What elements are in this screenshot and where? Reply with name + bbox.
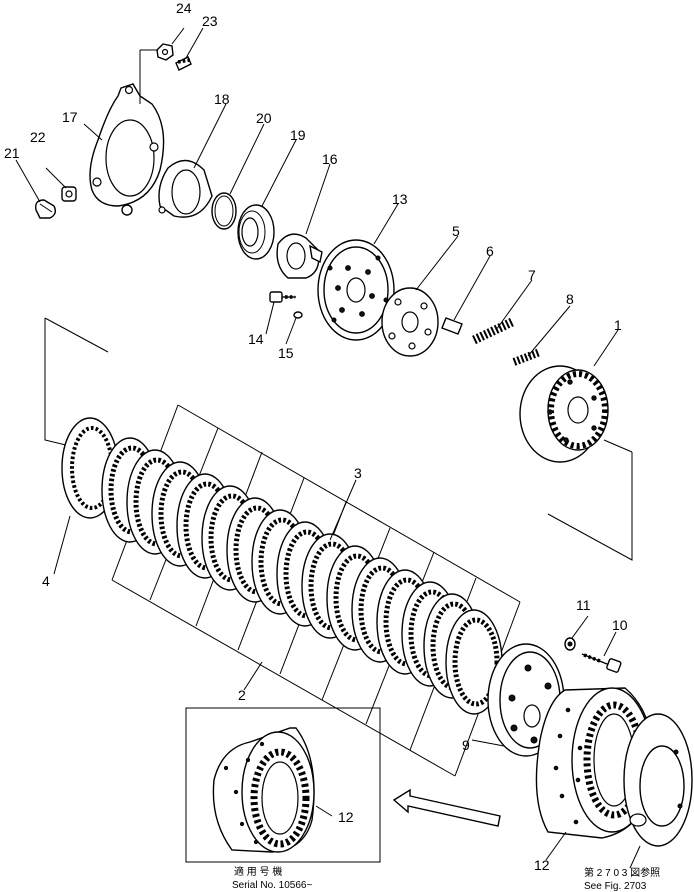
label-part-15: 15 (278, 345, 294, 361)
part-6-pin (441, 317, 463, 335)
part-15-washer (293, 311, 303, 319)
label-part-22: 22 (30, 129, 46, 145)
label-part-2: 2 (238, 687, 246, 703)
label-part-6: 6 (486, 243, 494, 259)
part-13-drive-plate (317, 239, 395, 341)
inset-caption-jp: 適 用 号 機 (234, 865, 282, 878)
inset-drum (212, 727, 315, 853)
figure-ref-jp: 第 2 7 0 3 図参照 (584, 866, 660, 879)
label-part-20: 20 (256, 110, 272, 126)
label-part-12: 12 (534, 857, 550, 873)
figure-ref-en: See Fig. 2703 (584, 881, 647, 892)
part-10-bolt (581, 653, 622, 673)
label-part-24: 24 (176, 0, 192, 16)
label-part-13: 13 (392, 191, 408, 207)
part-5-plate (381, 287, 439, 357)
part-16-hub (276, 233, 323, 279)
part-18-retainer (158, 159, 213, 218)
label-part-11: 11 (576, 597, 591, 613)
label-part-23: 23 (202, 13, 218, 29)
clutch-disc-stack (101, 437, 503, 715)
label-part-10: 10 (612, 617, 628, 633)
part-19-bearing (237, 204, 275, 260)
label-part-17: 17 (62, 109, 78, 125)
part-11-washer (564, 637, 576, 651)
label-part-8: 8 (566, 291, 574, 307)
label-part-21: 21 (4, 145, 20, 161)
label-part-19: 19 (290, 127, 306, 143)
part-21-bolt (34, 199, 57, 219)
label-part-7: 7 (528, 267, 536, 283)
arrow-to-inset (392, 788, 501, 827)
inset-caption-serial: Serial No. 10566~ (232, 880, 312, 891)
label-part-3: 3 (354, 465, 362, 481)
inset-box (185, 707, 381, 863)
label-part-18: 18 (214, 91, 230, 107)
label-part-12-inset: 12 (338, 809, 354, 825)
label-part-16: 16 (322, 151, 338, 167)
part-14-bolt (269, 291, 296, 303)
part-17-bracket (89, 83, 165, 216)
part-1-clutch-hub (519, 365, 609, 463)
part-20-snap-ring (211, 192, 237, 230)
rear-cover-plate (623, 713, 693, 847)
part-7-spring (472, 317, 514, 345)
label-part-1: 1 (614, 317, 622, 333)
label-part-5: 5 (452, 223, 460, 239)
part-23-screw (175, 56, 192, 71)
part-8-spring (512, 348, 542, 366)
part-24-nut (156, 43, 174, 61)
part-22-washer (61, 186, 77, 202)
label-part-14: 14 (248, 331, 264, 347)
label-part-4: 4 (42, 573, 50, 589)
label-part-9: 9 (462, 737, 470, 753)
